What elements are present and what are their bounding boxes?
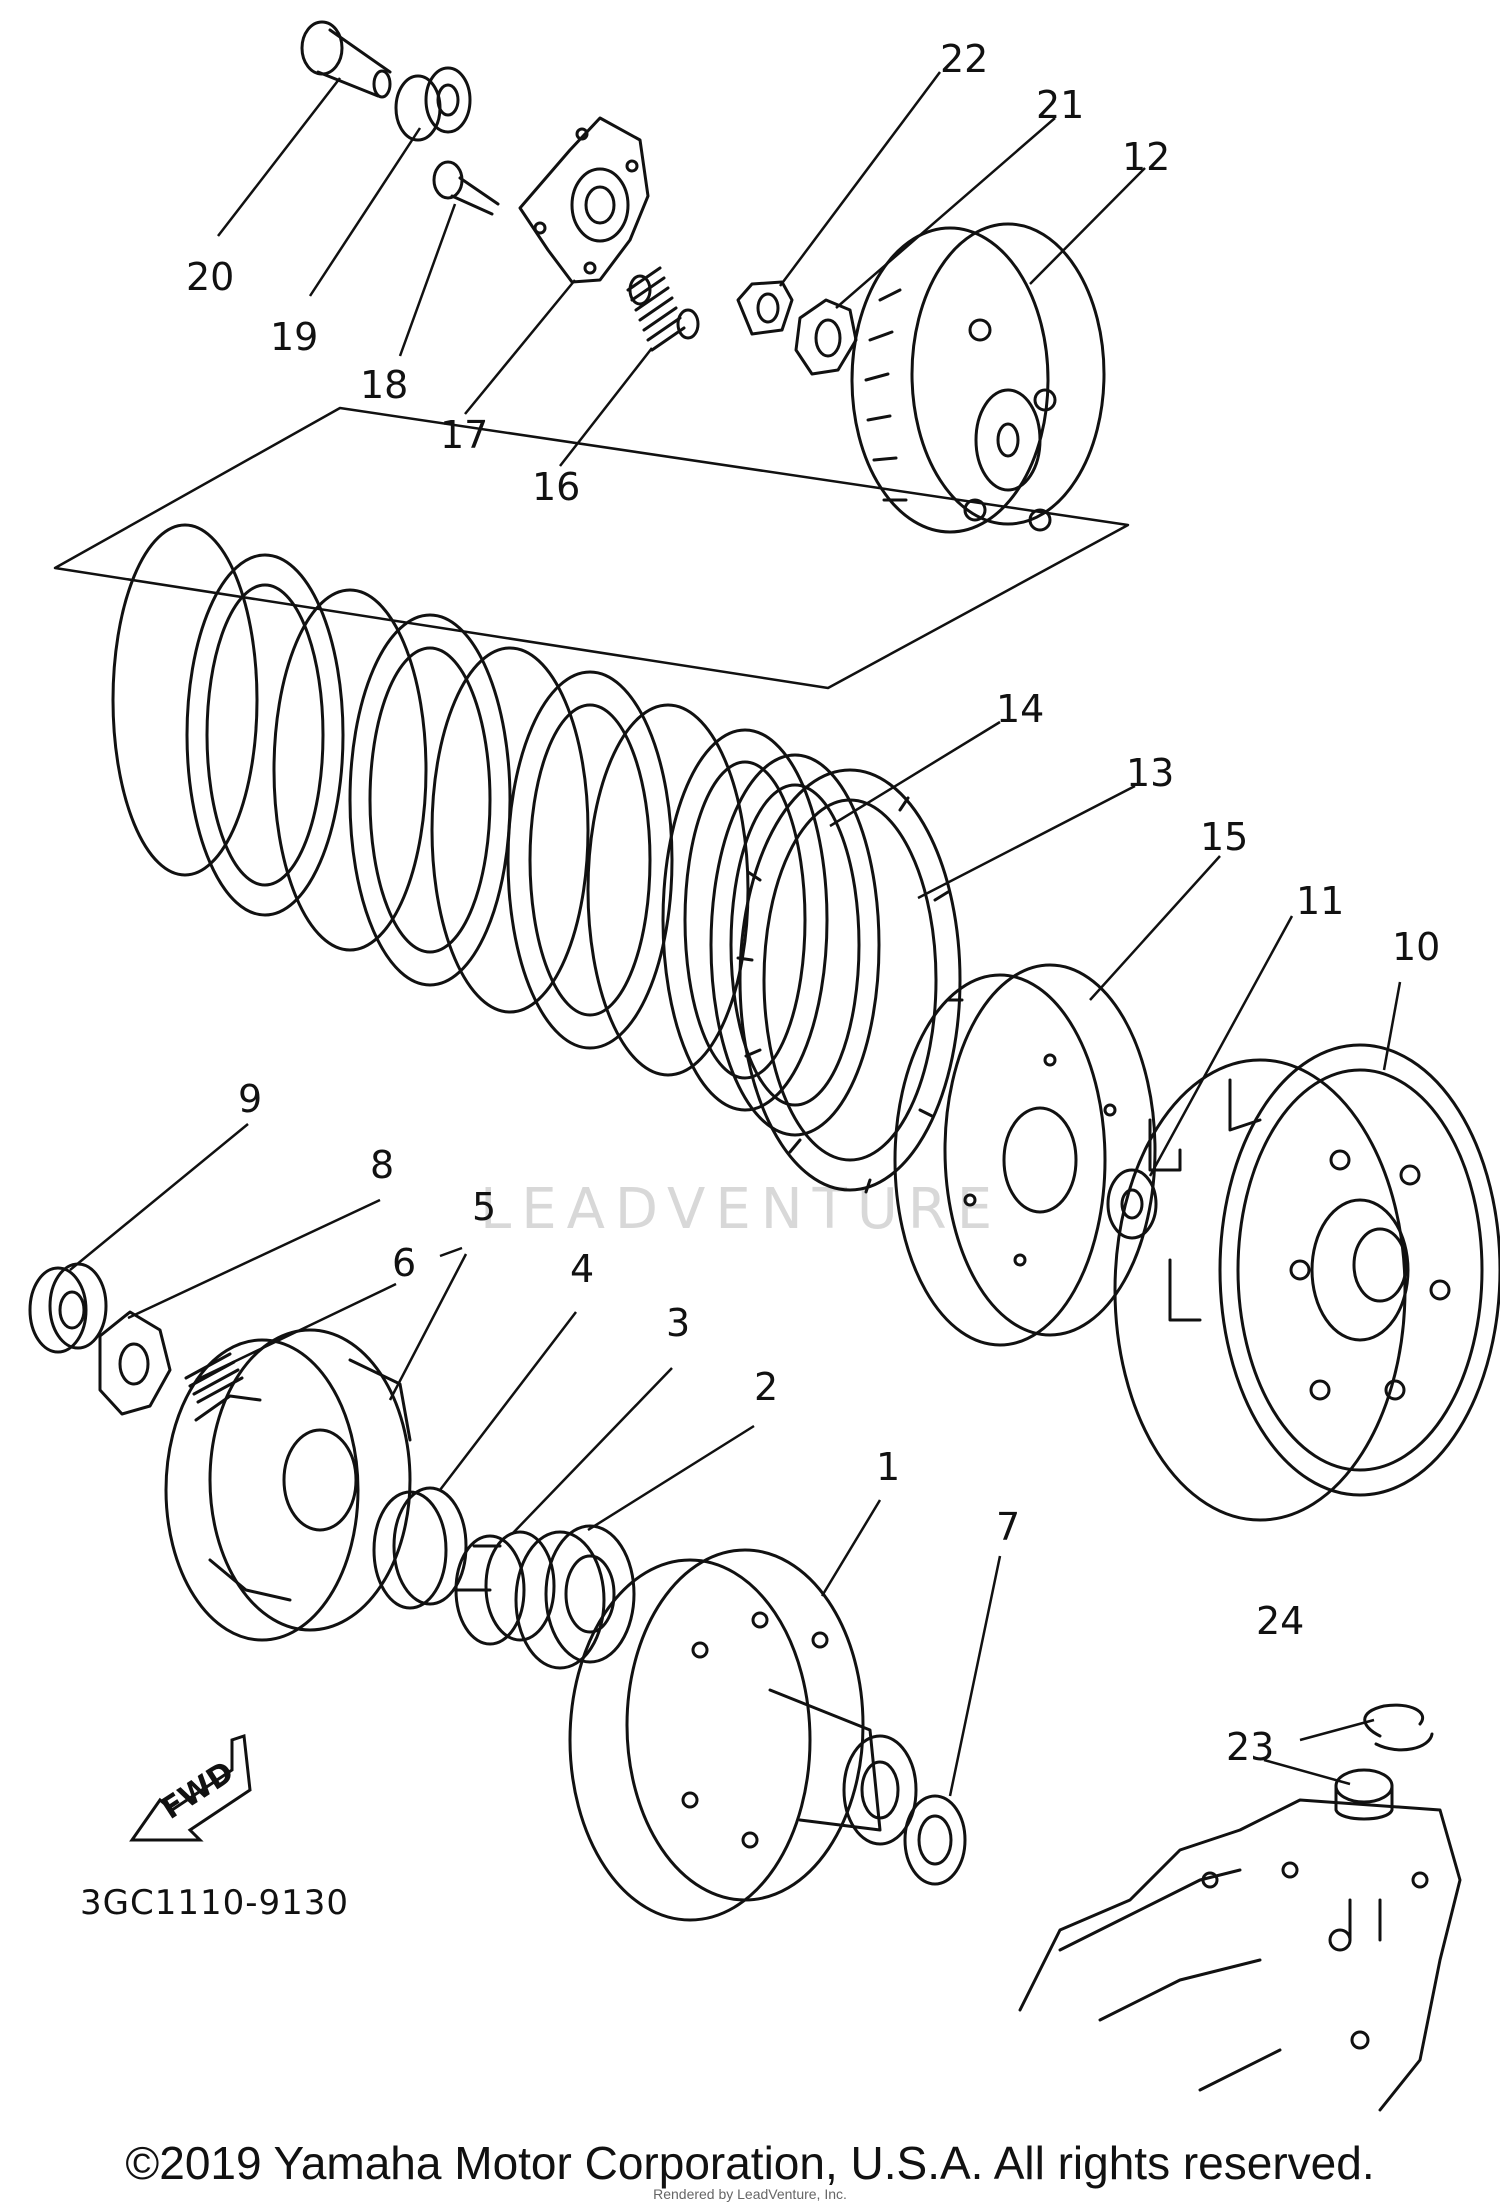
part-13-friction-plate [736,768,964,1194]
label-part-18: 18 [360,363,408,407]
part-5-shoe-assembly [164,1328,412,1642]
part-7-washer [903,1794,967,1886]
part-9-washer [28,1262,108,1354]
part-20-bolt [300,20,392,99]
label-part-23: 23 [1226,1725,1274,1769]
part-1-primary-drive [568,1548,918,1922]
part-23-plug [1334,1768,1394,1821]
part-11-washer [1106,1168,1158,1240]
label-part-17: 17 [440,413,488,457]
part-labels: 20 19 18 17 16 22 21 12 14 13 15 11 10 9… [186,37,1440,1769]
label-part-22: 22 [940,37,988,81]
part-17-pressure-plate [518,116,650,284]
watermark-text: LEADVENTURE [480,1177,1002,1242]
part-22-nut [736,280,794,336]
label-part-15: 15 [1200,815,1248,859]
leader-lines [69,71,1402,1797]
copyright-notice: ©2019 Yamaha Motor Corporation, U.S.A. A… [125,2137,1375,2189]
part-18-screw [432,160,500,216]
label-part-7: 7 [996,1505,1020,1549]
label-part-1: 1 [876,1445,900,1489]
part-16-spring [626,266,700,352]
clutch-plate-stack [111,523,829,1112]
part-21-lock-washer [794,298,858,376]
part-12-clutch-boss [850,222,1106,534]
part-2-one-way-clutch [514,1524,636,1670]
label-part-13: 13 [1126,751,1174,795]
label-part-5: 5 [472,1185,496,1229]
part-14-friction-plate [709,753,881,1137]
part-4-washer [372,1486,468,1610]
label-part-12: 12 [1122,135,1170,179]
part-10-clutch-housing [1113,1043,1500,1522]
label-part-8: 8 [370,1143,394,1187]
part-3-gear [454,1530,556,1646]
label-part-16: 16 [532,465,580,509]
part-15-plate [893,963,1157,1347]
plate-group-bracket [53,406,1130,690]
label-part-10: 10 [1392,925,1440,969]
label-part-9: 9 [238,1077,262,1121]
fwd-arrow-icon: FWD [129,1733,252,1842]
part-24-circlip [1363,1703,1434,1752]
label-part-20: 20 [186,255,234,299]
part-8-lock-plate [98,1310,172,1416]
label-part-14: 14 [996,687,1044,731]
label-part-6: 6 [392,1241,416,1285]
rendered-by-notice: Rendered by LeadVenture, Inc. [653,2186,847,2202]
label-part-3: 3 [666,1301,690,1345]
label-part-19: 19 [270,315,318,359]
label-part-4: 4 [570,1247,594,1291]
fwd-label: FWD [155,1755,240,1827]
drawing-code: 3GC1110-9130 [80,1883,349,1923]
part-19-bearing [394,66,472,142]
label-part-24: 24 [1256,1599,1304,1643]
crankcase-outline [1018,1798,1462,2112]
label-part-2: 2 [754,1365,778,1409]
label-part-11: 11 [1296,879,1344,923]
label-part-21: 21 [1036,83,1084,127]
